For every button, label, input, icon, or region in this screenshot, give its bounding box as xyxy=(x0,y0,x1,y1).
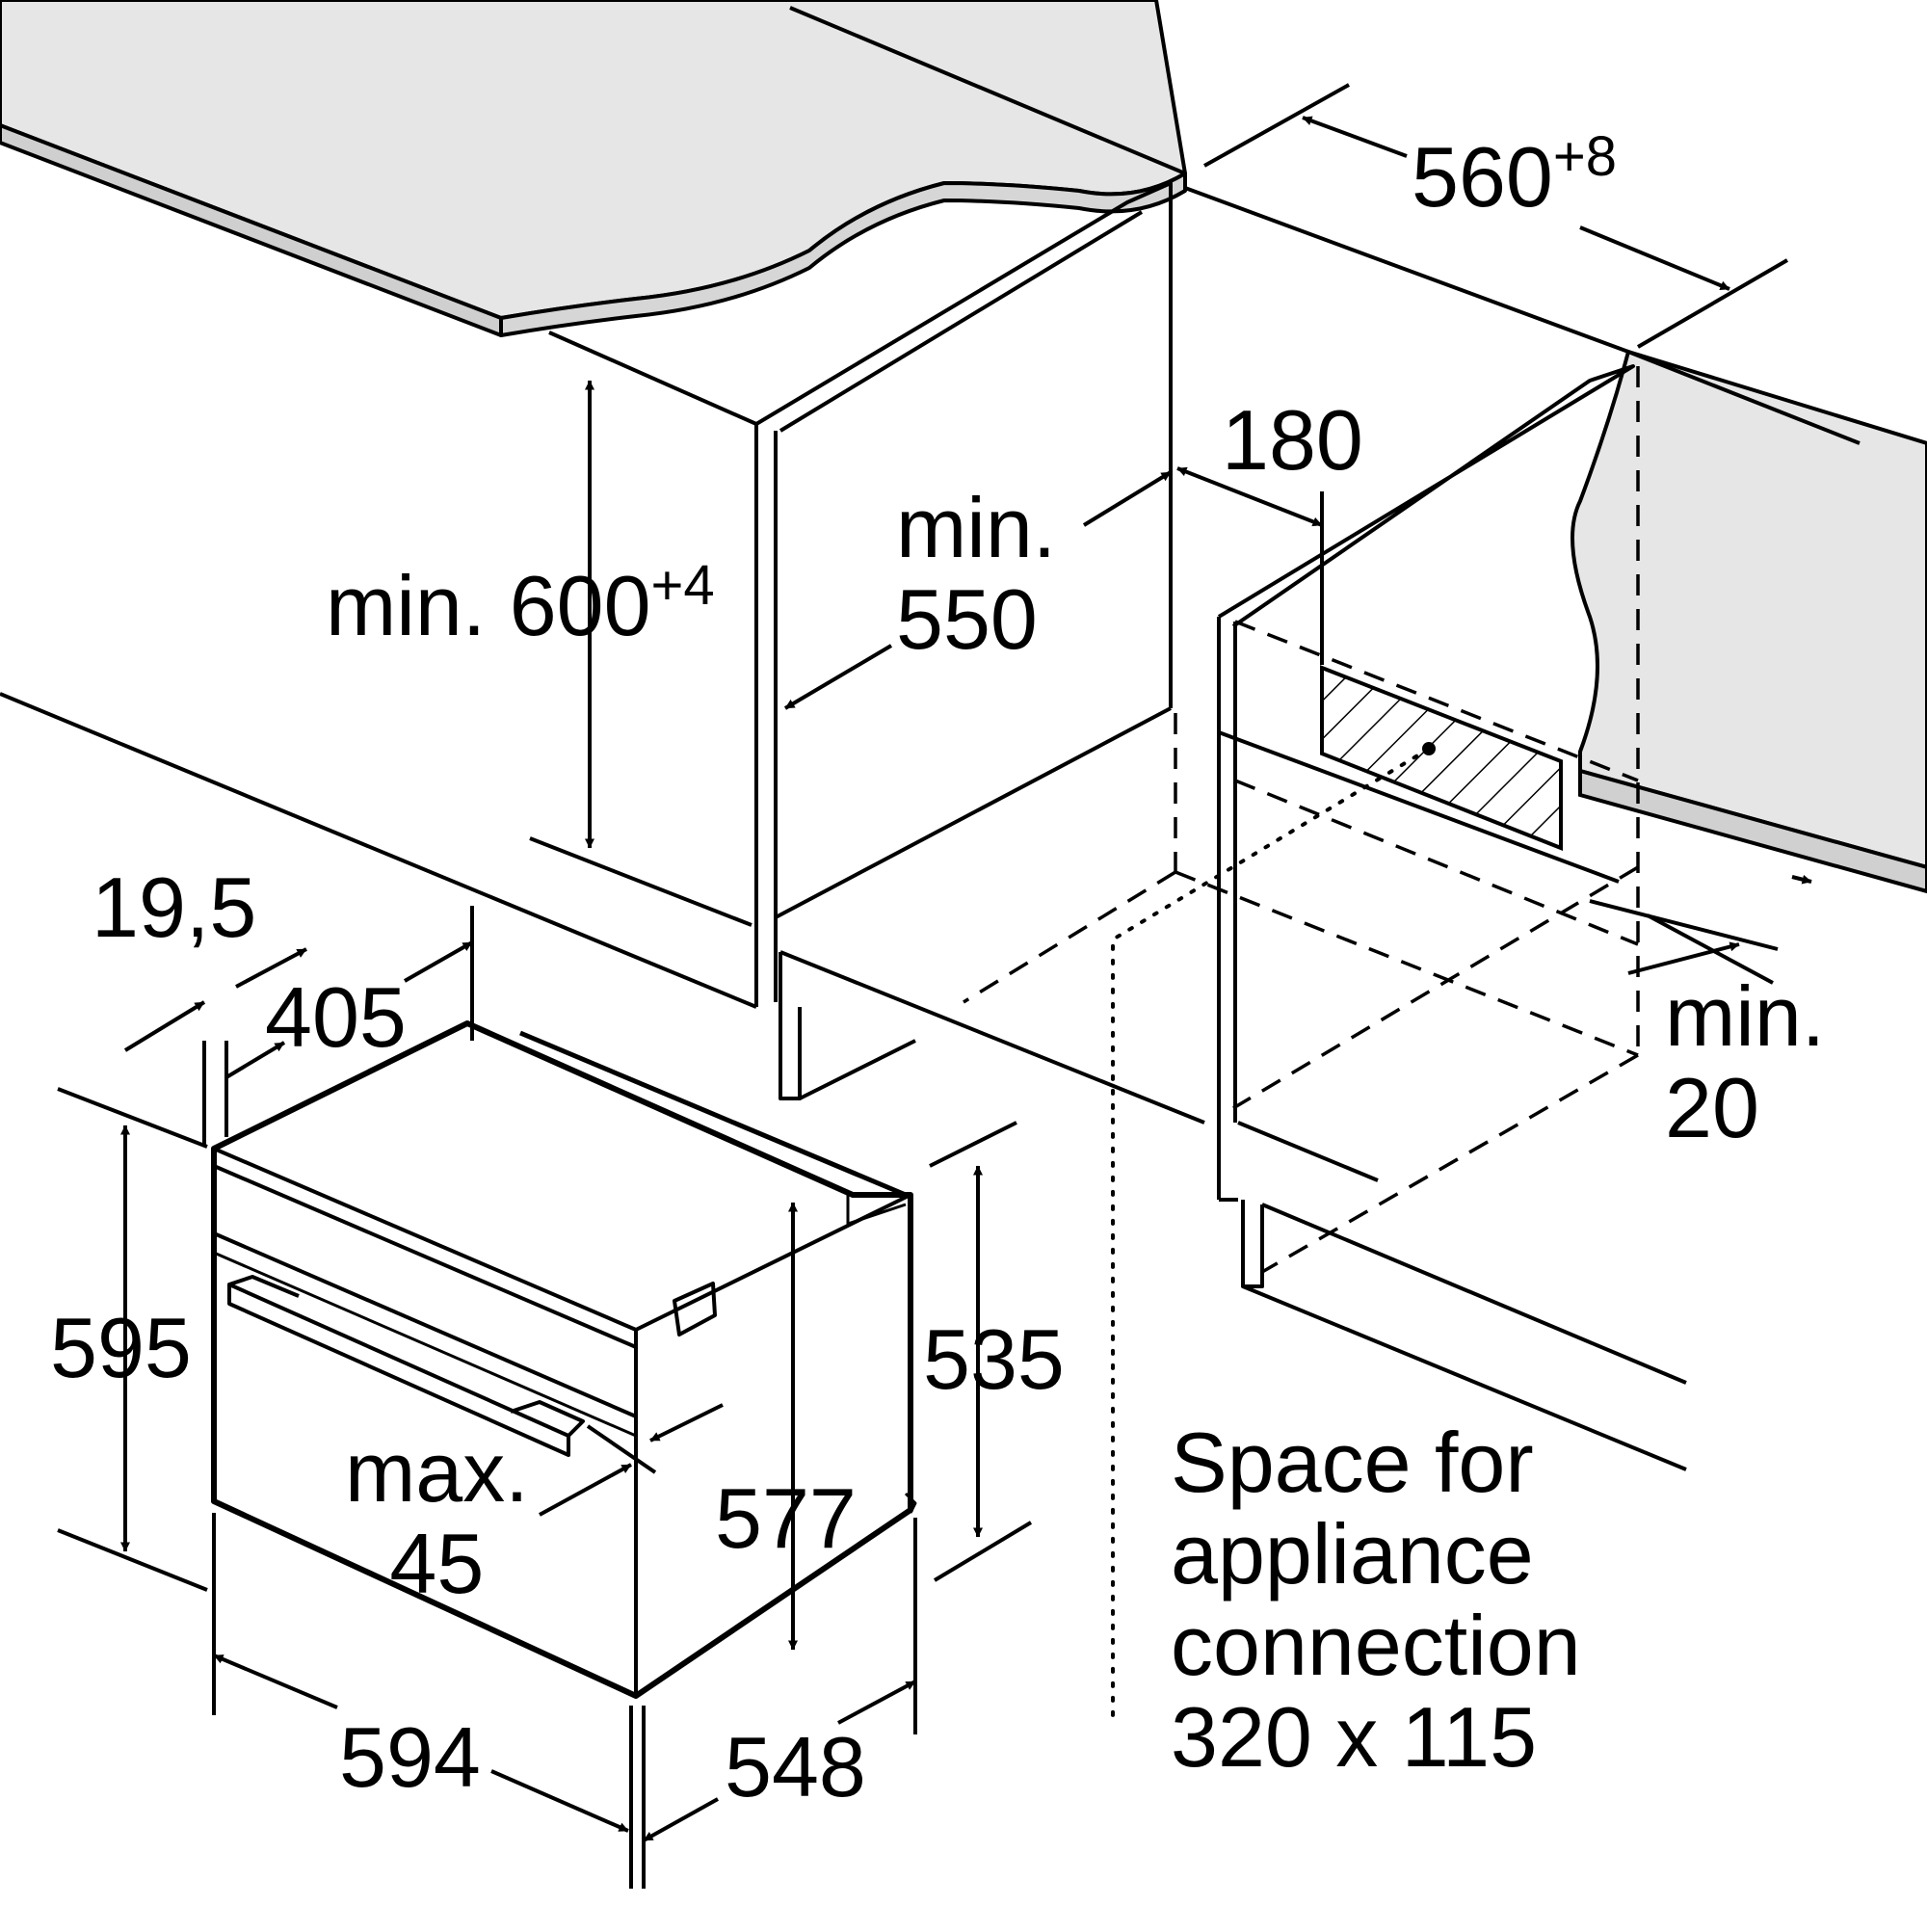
oven-height-label: 595 xyxy=(50,1300,192,1395)
front-thickness-label: 19,5 xyxy=(92,860,257,955)
niche-width-label: 560+8 xyxy=(1412,125,1617,225)
back-gap-label: min. 20 xyxy=(1665,968,1826,1156)
connection-space-note: Space for appliance connection 320 x 115 xyxy=(1171,1415,1581,1786)
niche-height-tolerance: +4 xyxy=(650,554,715,617)
niche-depth-label: min. 550 xyxy=(896,480,1057,668)
dimension-lines xyxy=(57,83,1812,1889)
niche-width-tolerance: +8 xyxy=(1552,125,1617,188)
front-offset-label: 405 xyxy=(265,969,407,1065)
hidden-edges xyxy=(963,366,1640,1274)
niche-height-label: min. 600+4 xyxy=(326,554,715,653)
body-height-front-label: 577 xyxy=(715,1470,857,1566)
oven xyxy=(211,1020,917,1699)
cabinet-lines xyxy=(0,6,1861,1471)
worktop xyxy=(0,0,1187,337)
right-wall-strip xyxy=(1571,349,1927,894)
oven-width-label: 594 xyxy=(339,1709,481,1805)
connection-area xyxy=(1320,665,1563,851)
oven-depth-label: 548 xyxy=(725,1719,866,1814)
body-height-rear-label: 535 xyxy=(923,1311,1065,1407)
connection-offset-label: 180 xyxy=(1222,392,1363,488)
handle-depth-label: max. 45 xyxy=(345,1424,529,1612)
